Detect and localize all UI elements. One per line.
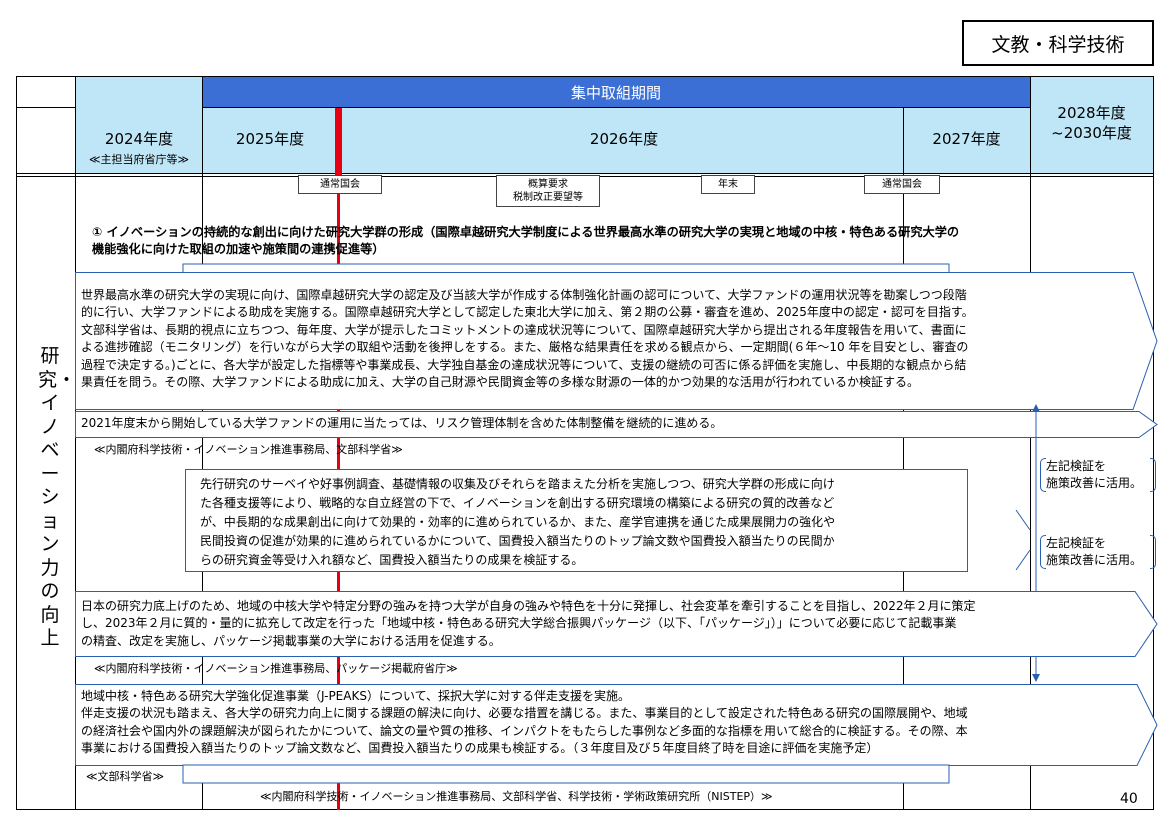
roadmap-frame xyxy=(16,76,1154,810)
grid-line xyxy=(75,77,76,810)
responsible-ministry-note: ≪内閣府科学技術・イノベーション推進事務局、文部科学省≫ xyxy=(94,443,403,456)
background-arrow xyxy=(182,764,950,784)
milestone-ordinary-diet: 通常国会 xyxy=(298,175,382,194)
bracket-right xyxy=(1150,458,1156,492)
responsible-ministry-note: ≪文部科学省≫ xyxy=(86,770,165,783)
responsible-ministry-note: ≪内閣府科学技術・イノベーション推進事務局、パッケージ掲載府省庁≫ xyxy=(94,662,458,675)
responsible-ministry-note: ≪内閣府科学技術・イノベーション推進事務局、文部科学省、科学技術・学術政策研究所… xyxy=(260,790,773,803)
arrow-box-fund-operation: 2021年度末から開始している大学ファンドの運用に当たっては、リスク管理体制を含… xyxy=(75,411,1158,438)
grid-line xyxy=(903,107,904,810)
section-title: ① イノベーションの持続的な創出に向けた研究大学群の形成（国際卓越研究大学制度に… xyxy=(92,225,960,256)
header-cell-2024 xyxy=(76,77,202,173)
arrow-box-j-peaks: 地域中核・特色ある研究大学強化促進事業（J-PEAKS）について、採択大学に対す… xyxy=(75,684,1158,766)
year-2025-label: 2025年度 xyxy=(235,130,305,148)
milestone-year-end: 年末 xyxy=(701,175,755,194)
bracket-left xyxy=(1040,535,1046,569)
row-label: 研究・イノベーション力の向上 xyxy=(38,345,77,649)
grid-line xyxy=(16,173,1154,174)
arrow-box-text: 世界最高水準の研究大学の実現に向け、国際卓越研究大学の認定及び当該大学が作成する… xyxy=(81,288,974,390)
grid-line xyxy=(1030,77,1031,810)
milestone-budget-request: 概算要求 税制改正要望等 xyxy=(496,175,600,207)
grid-line xyxy=(16,107,75,108)
year-2026-label: 2026年度 xyxy=(589,130,659,148)
intensive-period-header: 集中取組期間 xyxy=(202,77,1030,107)
bracket-right xyxy=(1150,535,1156,569)
arrow-box-package: 日本の研究力底上げのため、地域の中核大学や特定分野の強みを持つ大学が自身の強みや… xyxy=(75,591,1158,657)
year-2024-label: 2024年度 xyxy=(104,130,174,148)
arrow-box-research-university: 世界最高水準の研究大学の実現に向け、国際卓越研究大学の認定及び当該大学が作成する… xyxy=(75,272,1158,410)
side-note-improvement: 左記検証を 施策改善に活用。 xyxy=(1046,536,1143,567)
page-number: 40 xyxy=(1120,791,1138,807)
bracket-left xyxy=(1040,458,1046,492)
current-period-marker xyxy=(335,108,342,176)
arrow-box-text: 地域中核・特色ある研究大学強化促進事業（J-PEAKS）について、採択大学に対す… xyxy=(81,689,968,756)
header-cell-2028 xyxy=(1030,77,1153,173)
grid-line xyxy=(202,107,1030,108)
milestone-ordinary-diet-2: 通常国会 xyxy=(864,175,940,194)
side-note-improvement: 左記検証を 施策改善に活用。 xyxy=(1046,459,1143,490)
year-2030-label: ~2030年度 xyxy=(1051,124,1132,142)
arrow-box-text: 2021年度末から開始している大学ファンドの運用に当たっては、リスク管理体制を含… xyxy=(81,416,723,430)
year-2028-label: 2028年度 xyxy=(1057,104,1126,122)
verification-box: 先行研究のサーベイや好事例調査、基礎情報の収集及びそれらを踏まえた分析を実施しつ… xyxy=(185,469,968,572)
ministry-note-label: ≪主担当府省庁等≫ xyxy=(88,153,190,166)
category-label: 文教・科学技術 xyxy=(962,20,1154,66)
year-2027-label: 2027年度 xyxy=(932,130,1001,148)
grid-line xyxy=(202,77,203,810)
arrow-box-text: 日本の研究力底上げのため、地域の中核大学や特定分野の強みを持つ大学が自身の強みや… xyxy=(81,599,976,648)
